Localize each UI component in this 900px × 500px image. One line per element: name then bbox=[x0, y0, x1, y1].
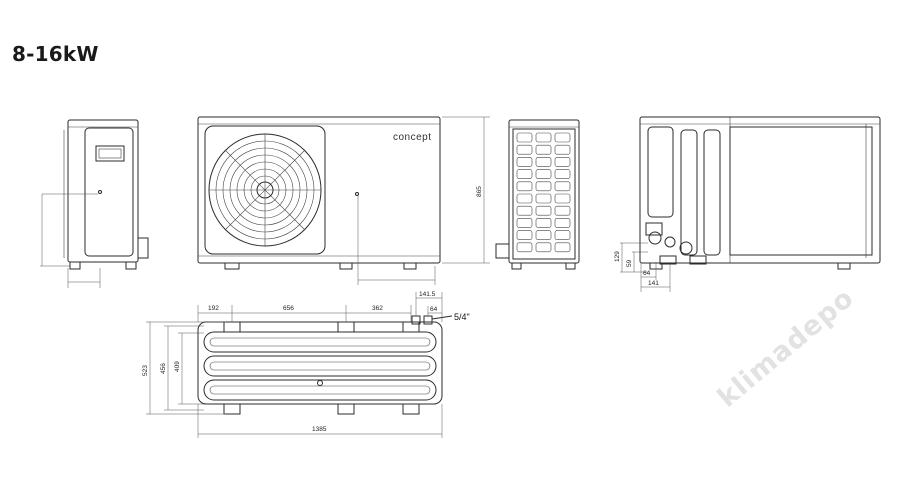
grille-slot bbox=[554, 144, 571, 155]
grille-slot bbox=[535, 157, 552, 167]
dim-656: 656 bbox=[283, 305, 294, 312]
dim-height: 865 bbox=[476, 186, 483, 197]
front-view: concept 865 bbox=[197, 116, 490, 285]
grille-slot bbox=[535, 193, 552, 204]
grille-slot bbox=[535, 218, 552, 228]
grille-slot bbox=[535, 205, 552, 216]
grille-slot bbox=[516, 144, 533, 155]
grille-slot bbox=[554, 169, 571, 179]
rear-view bbox=[495, 119, 580, 270]
side-view-left bbox=[40, 119, 149, 288]
grille-slot bbox=[535, 230, 552, 240]
grille-slot bbox=[516, 193, 533, 204]
fan-icon bbox=[208, 133, 322, 247]
grille-slot bbox=[535, 132, 552, 143]
dim-141: 141 bbox=[648, 280, 659, 287]
grille-slot bbox=[516, 205, 533, 216]
dim-1385: 1385 bbox=[312, 426, 327, 433]
side-view-right: 129 59 64 141 bbox=[614, 116, 881, 292]
grille-slot bbox=[535, 144, 552, 155]
dim-59: 59 bbox=[626, 259, 633, 267]
grille-slot bbox=[554, 132, 571, 143]
dim-141-5: 141.5 bbox=[419, 291, 436, 298]
dim-409: 409 bbox=[174, 361, 181, 372]
dim-192: 192 bbox=[208, 305, 219, 312]
grille-slot bbox=[554, 193, 571, 204]
grille-slot bbox=[535, 169, 552, 179]
grille-slot bbox=[535, 181, 552, 192]
brand-logo: concept bbox=[393, 132, 432, 143]
dim-64-top: 64 bbox=[430, 306, 438, 313]
top-view: 5/4" 192 656 362 141.5 64 523 456 409 bbox=[142, 291, 470, 438]
grille-slot bbox=[516, 181, 533, 192]
grille-slot bbox=[554, 230, 571, 240]
diagram-title: 8-16kW bbox=[12, 42, 99, 66]
grille-slot bbox=[516, 230, 533, 240]
grille-slot bbox=[554, 218, 571, 228]
dim-456: 456 bbox=[160, 363, 167, 374]
grille-slot bbox=[554, 157, 571, 167]
grille-icon bbox=[516, 132, 571, 253]
dim-523: 523 bbox=[142, 365, 149, 376]
dim-129: 129 bbox=[614, 251, 621, 262]
dim-64-side: 64 bbox=[643, 270, 651, 277]
grille-slot bbox=[516, 242, 533, 253]
grille-slot bbox=[516, 157, 533, 167]
grille-slot bbox=[554, 181, 571, 192]
grille-slot bbox=[554, 242, 571, 253]
pipe-size-label: 5/4" bbox=[454, 312, 470, 322]
grille-slot bbox=[554, 205, 571, 216]
grille-slot bbox=[516, 132, 533, 143]
grille-slot bbox=[535, 242, 552, 253]
grille-slot bbox=[516, 218, 533, 228]
dim-362: 362 bbox=[372, 305, 383, 312]
grille-slot bbox=[516, 169, 533, 179]
